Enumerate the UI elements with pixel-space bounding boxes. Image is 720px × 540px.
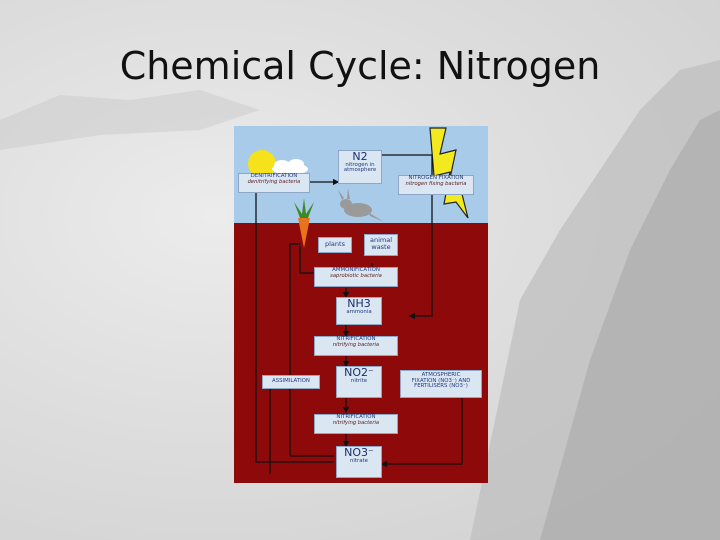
nh3-description: ammonia bbox=[346, 308, 372, 315]
plants-label: plants bbox=[325, 240, 345, 248]
nitrogen-fixation-sub: nitrogen fixing bacteria bbox=[405, 180, 467, 187]
assimilation-label: ASSIMILATION bbox=[272, 378, 310, 384]
nitrogen-cycle-diagram: N2 nitrogen in atmosphere DENITRIFICATIO… bbox=[234, 126, 488, 483]
nitrogen-fixation-label: NITROGEN FIXATION bbox=[408, 175, 464, 181]
ammonification-sub: saprobiotic bacteria bbox=[330, 272, 382, 279]
no2-description: nitrite bbox=[350, 377, 368, 384]
rabbit-icon bbox=[338, 188, 384, 222]
lightning-icon bbox=[429, 127, 469, 219]
assimilation-box: ASSIMILATION bbox=[262, 375, 320, 389]
animal-waste-box: animal waste bbox=[364, 234, 398, 256]
nitrification-1-label: NITRIFICATION bbox=[336, 336, 376, 342]
n2-description: nitrogen in atmosphere bbox=[343, 161, 377, 174]
cloud-icon bbox=[272, 159, 308, 175]
slide-title: Chemical Cycle: Nitrogen bbox=[119, 44, 601, 88]
sun-icon bbox=[248, 150, 276, 178]
no3-description: nitrate bbox=[350, 457, 368, 464]
nitrification-box-2: NITRIFICATION nitrifying bacteria bbox=[314, 414, 398, 434]
carrot-icon bbox=[294, 198, 314, 248]
no2-formula: NO2⁻ bbox=[344, 366, 374, 379]
atmospheric-line-1: ATMOSPHERIC bbox=[421, 372, 461, 378]
nitrification-1-sub: nitrifying bacteria bbox=[332, 341, 380, 348]
atmospheric-line-3: FERTILISERS (NO3⁻) bbox=[414, 383, 468, 390]
no2-box: NO2⁻ nitrite bbox=[336, 366, 382, 398]
nh3-formula: NH3 bbox=[347, 297, 371, 310]
nitrogen-fixation-box: NITROGEN FIXATION nitrogen fixing bacter… bbox=[398, 175, 474, 195]
ammonification-box: AMMONIFICATION saprobiotic bacteria bbox=[314, 267, 398, 287]
atmospheric-line-2: FIXATION (NO3⁻) AND bbox=[411, 377, 471, 384]
nh3-box: NH3 ammonia bbox=[336, 297, 382, 325]
denitrification-box: DENITRIFICATION denitrifying bacteria bbox=[238, 173, 310, 193]
atmospheric-fixation-box: ATMOSPHERIC FIXATION (NO3⁻) AND FERTILIS… bbox=[400, 370, 482, 398]
no3-box: NO3⁻ nitrate bbox=[336, 446, 382, 478]
plants-box: plants bbox=[318, 237, 352, 253]
n2-formula: N2 bbox=[352, 150, 368, 163]
animal-waste-label: animal waste bbox=[369, 236, 393, 251]
ammonification-label: AMMONIFICATION bbox=[332, 267, 380, 273]
nitrification-box-1: NITRIFICATION nitrifying bacteria bbox=[314, 336, 398, 356]
denitrification-label: DENITRIFICATION bbox=[250, 173, 298, 179]
nitrification-2-sub: nitrifying bacteria bbox=[332, 419, 380, 426]
denitrification-sub: denitrifying bacteria bbox=[247, 178, 301, 185]
no3-formula: NO3⁻ bbox=[344, 446, 374, 459]
n2-box: N2 nitrogen in atmosphere bbox=[338, 150, 382, 184]
nitrification-2-label: NITRIFICATION bbox=[336, 414, 376, 420]
